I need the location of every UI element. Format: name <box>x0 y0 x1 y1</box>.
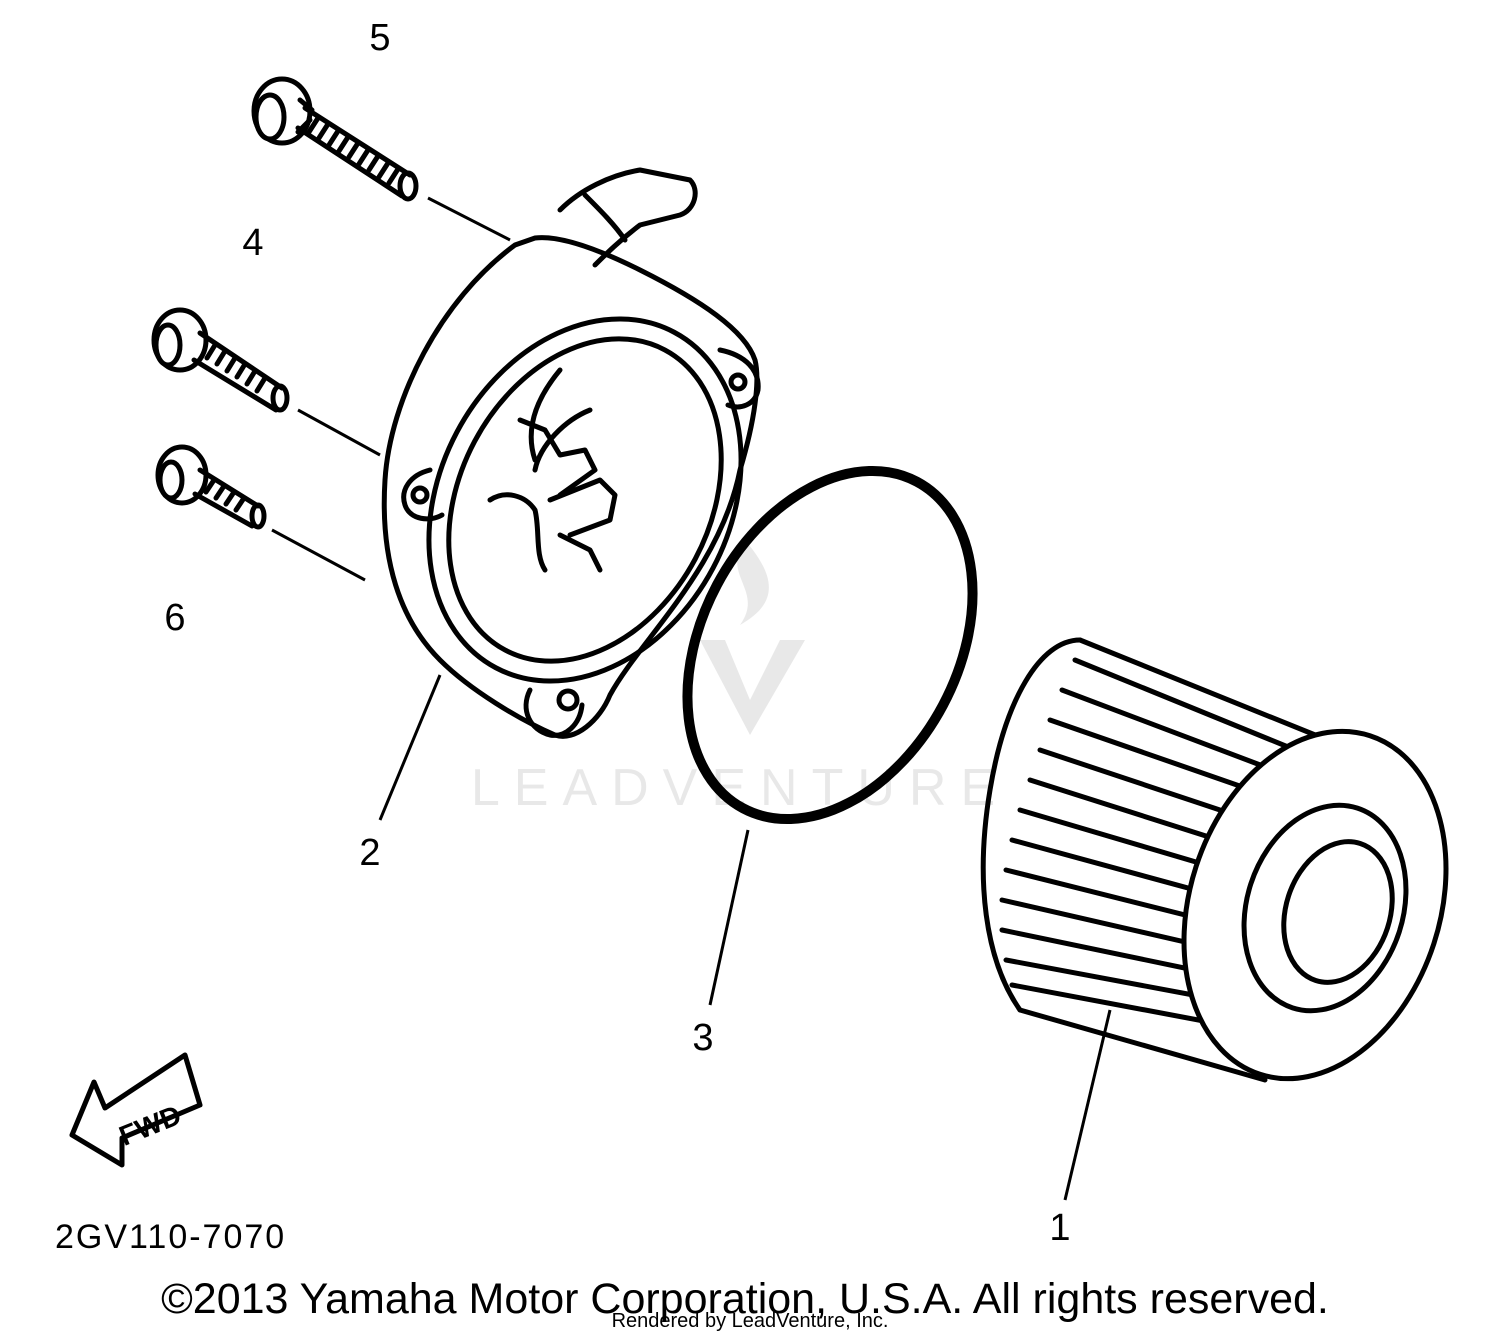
oil-filter-element-part-1 <box>980 637 1449 1083</box>
leader-line-4 <box>297 408 381 457</box>
leader-line-2 <box>378 674 442 821</box>
leader-line-3 <box>708 829 750 1006</box>
callout-4: 4 <box>242 222 263 264</box>
diagram-code: 2GV110-7070 <box>55 1218 286 1256</box>
leader-line-1 <box>1063 1009 1112 1201</box>
callout-6: 6 <box>164 597 185 639</box>
callout-3: 3 <box>692 1017 713 1059</box>
leader-line-5 <box>427 196 511 242</box>
bolt-part-4 <box>151 307 290 413</box>
fwd-arrow-icon: FWD <box>69 1052 203 1168</box>
copyright-notice: ©2013 Yamaha Motor Corporation, U.S.A. A… <box>161 1275 1329 1323</box>
oil-filter-cover-part-2 <box>381 167 761 739</box>
o-ring-part-3 <box>682 465 978 825</box>
leader-line-6 <box>271 528 366 582</box>
callout-2: 2 <box>359 832 380 874</box>
callout-5: 5 <box>369 17 390 59</box>
rendered-by-notice: Rendered by LeadVenture, Inc. <box>612 1310 889 1332</box>
bolt-part-6 <box>155 444 267 530</box>
bolt-part-5 <box>251 76 419 202</box>
callout-1: 1 <box>1049 1207 1070 1249</box>
